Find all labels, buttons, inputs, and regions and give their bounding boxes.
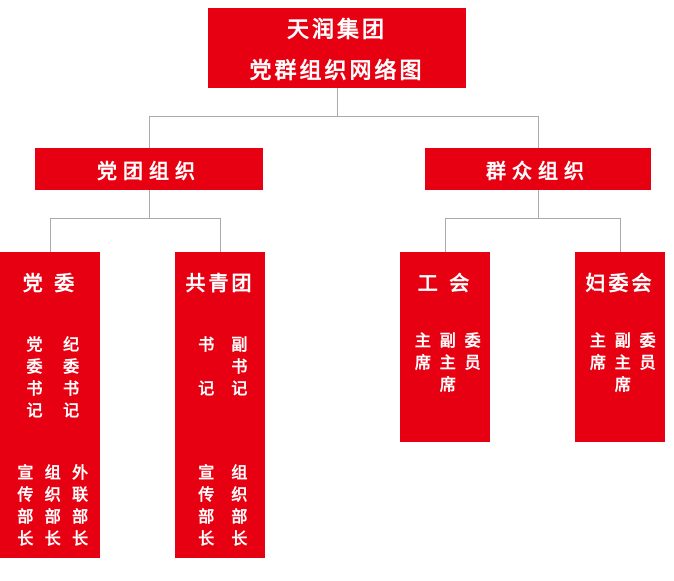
mass-org-box: 群众组织 xyxy=(425,148,651,190)
youth-league-secretaries-group: 书记 副书记 xyxy=(175,336,265,424)
women-committee-roles-group: 主席 副主席 委员 xyxy=(575,332,665,398)
role-label: 宣传部长 xyxy=(195,464,213,552)
connector-line xyxy=(50,218,51,252)
connector-line xyxy=(445,218,620,219)
party-committee-box: 党 委 党委书记 纪委书记 宣传部长 组织部长 外联部长 xyxy=(0,252,100,558)
connector-line xyxy=(620,218,621,252)
connector-line xyxy=(538,116,539,148)
party-league-org-box: 党团组织 xyxy=(35,148,263,190)
role-label: 宣传部长 xyxy=(14,464,32,552)
connector-line xyxy=(337,88,338,116)
party-committee-secretaries-group: 党委书记 纪委书记 xyxy=(0,336,100,424)
connector-line xyxy=(50,218,220,219)
role-label: 副主席 xyxy=(611,332,629,398)
party-committee-ministers-group: 宣传部长 组织部长 外联部长 xyxy=(0,464,100,552)
role-label: 主席 xyxy=(586,332,604,376)
labor-union-title: 工 会 xyxy=(417,273,473,295)
connector-line xyxy=(149,116,539,117)
role-label: 党委书记 xyxy=(23,336,41,424)
role-label: 委员 xyxy=(461,332,479,376)
connector-line xyxy=(149,190,150,218)
root-title-line1: 天润集团 xyxy=(286,16,387,42)
connector-line xyxy=(445,218,446,252)
role-label: 组织部长 xyxy=(228,464,246,552)
youth-league-box: 共青团 书记 副书记 宣传部长 组织部长 xyxy=(175,252,265,558)
labor-union-box: 工 会 主席 副主席 委员 xyxy=(400,252,490,442)
youth-league-title: 共青团 xyxy=(185,273,255,295)
root-title-box: 天润集团 党群组织网络图 xyxy=(208,8,466,88)
mass-org-label: 群众组织 xyxy=(486,160,590,183)
role-label: 纪委书记 xyxy=(60,336,78,424)
role-label: 书记 xyxy=(195,336,213,424)
connector-line xyxy=(149,116,150,148)
party-league-org-label: 党团组织 xyxy=(97,160,201,183)
role-label: 委员 xyxy=(636,332,654,376)
root-title-line2: 党群组织网络图 xyxy=(249,57,425,83)
role-label: 主席 xyxy=(411,332,429,376)
party-committee-title: 党 委 xyxy=(22,273,78,295)
role-label: 副书记 xyxy=(228,336,246,402)
labor-union-roles-group: 主席 副主席 委员 xyxy=(400,332,490,398)
connector-line xyxy=(220,218,221,252)
connector-line xyxy=(538,190,539,218)
role-label: 外联部长 xyxy=(69,464,87,552)
youth-league-ministers-group: 宣传部长 组织部长 xyxy=(175,464,265,552)
role-label: 组织部长 xyxy=(41,464,59,552)
women-committee-box: 妇委会 主席 副主席 委员 xyxy=(575,252,665,442)
role-label: 副主席 xyxy=(436,332,454,398)
women-committee-title: 妇委会 xyxy=(585,273,655,295)
